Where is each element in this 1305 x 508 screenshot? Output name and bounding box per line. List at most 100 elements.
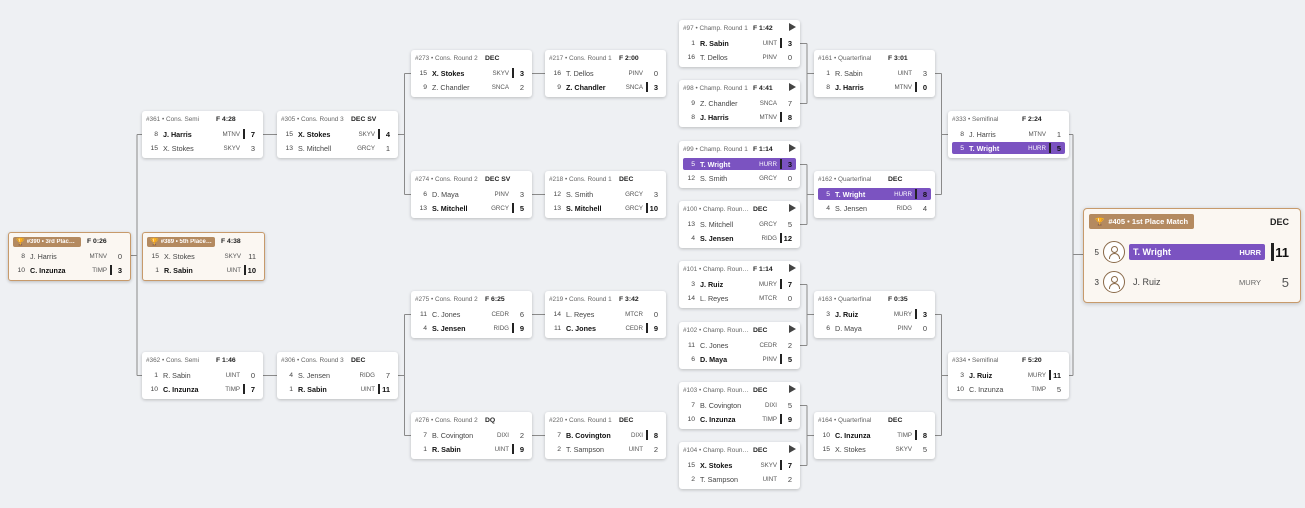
score: 2 <box>787 474 792 484</box>
play-icon[interactable] <box>789 445 796 453</box>
score: 3 <box>922 309 927 319</box>
play-icon[interactable] <box>789 83 796 91</box>
play-icon[interactable] <box>789 385 796 393</box>
play-icon[interactable] <box>789 23 796 31</box>
play-icon[interactable] <box>789 325 796 333</box>
play-icon[interactable] <box>789 204 796 212</box>
competitor-row-bottom[interactable]: 3 J. Ruiz MURY 5 <box>1089 268 1295 296</box>
competitor-row-top[interactable]: 5 T. Wright HURR 11 <box>1089 238 1295 266</box>
first-place-match-card[interactable]: 🏆 #405 • 1st Place Match DEC 5 T. Wright… <box>1083 208 1301 303</box>
play-icon[interactable] <box>789 264 796 272</box>
score: 3 <box>653 82 658 92</box>
team-code: GRCY <box>625 204 643 212</box>
play-icon[interactable] <box>789 144 796 152</box>
